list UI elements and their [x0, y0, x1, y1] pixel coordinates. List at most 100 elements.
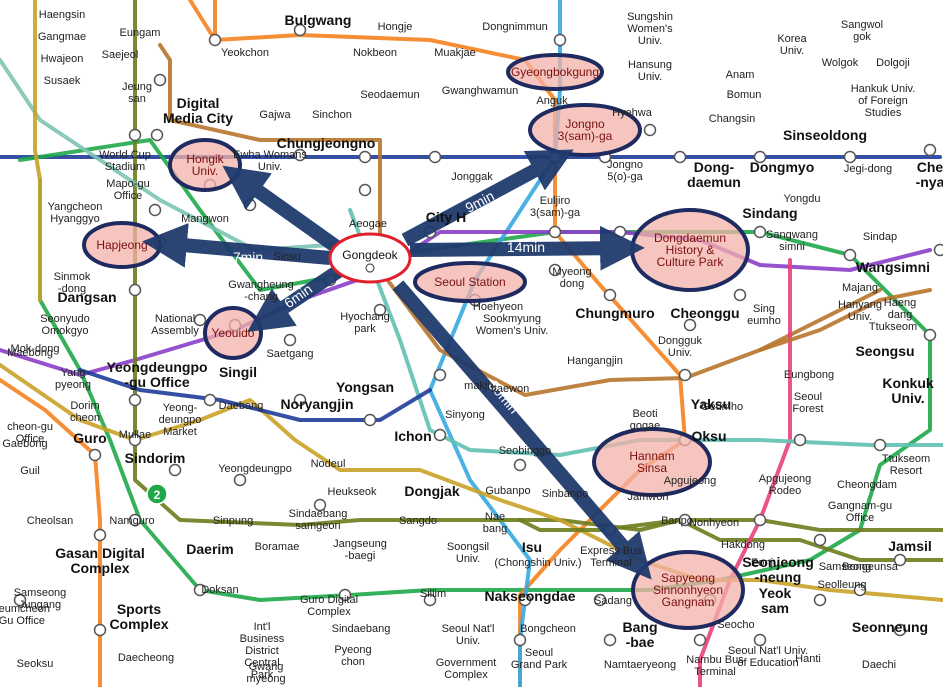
station-label-daechi[interactable]: Daechi — [862, 659, 896, 671]
station-label-heukseok[interactable]: Heukseok — [328, 486, 377, 498]
station-label-city-hall[interactable]: City H — [426, 209, 466, 225]
station-label-mok-dong[interactable]: Mok-dong — [11, 343, 60, 355]
station-label-sinyongsan[interactable]: Sinyong — [445, 409, 485, 421]
station-label-bongeunsa[interactable]: Bongeunsa — [842, 561, 899, 573]
station-label-sillim[interactable]: Sillim — [420, 588, 446, 600]
station-label-dongnimmun[interactable]: Dongnimmun — [482, 21, 547, 33]
station-label-wangsimni[interactable]: Wangsimni — [856, 259, 930, 275]
station-label-samgakji[interactable]: makji — [464, 380, 490, 392]
station-label-sinseoldong[interactable]: Sinseoldong — [783, 127, 867, 143]
station-label-yeokchon[interactable]: Yeokchon — [221, 47, 269, 59]
station-label-sadang[interactable]: Sadang — [594, 595, 632, 607]
station-label-yaksu[interactable]: Yaksu — [691, 396, 731, 412]
station-label-jegi-dong[interactable]: Jegi-dong — [844, 163, 892, 175]
highlight-hapjeong[interactable]: Hapjeong — [82, 221, 162, 269]
station-label-yongsan[interactable]: Yongsan — [336, 379, 394, 395]
station-label-gwangheungchang[interactable]: Gwangheung-chang — [228, 279, 293, 303]
station-label-chungmuro[interactable]: Chungmuro — [575, 305, 654, 321]
station-label-geumcheon-gu-office[interactable]: Geumcheon-Gu Office — [0, 603, 50, 627]
station-label-jamsil[interactable]: Jamsil — [888, 538, 932, 554]
station-label-daebang[interactable]: Daebang — [219, 400, 264, 412]
station-label-dongdaemun[interactable]: Dong-daemun — [687, 159, 741, 190]
station-label-mullae[interactable]: Mullae — [119, 429, 151, 441]
station-label-namguro[interactable]: Namguro — [109, 515, 154, 527]
station-label-gangmae[interactable]: Gangmae — [38, 31, 86, 43]
station-label-sindaebang[interactable]: Sindaebang — [332, 623, 391, 635]
station-label-hangangjin[interactable]: Hangangjin — [567, 355, 623, 367]
station-label-dongjak[interactable]: Dongjak — [404, 483, 459, 499]
station-label-guil[interactable]: Guil — [20, 465, 40, 477]
station-label-seolleung[interactable]: Seolleung — [818, 579, 867, 591]
station-label-saejeol[interactable]: Saejeol — [102, 49, 139, 61]
station-label-samseong[interactable]: Samseong — [819, 561, 872, 573]
station-label-majang[interactable]: Majang — [842, 282, 878, 294]
station-label-noryangjin[interactable]: Noryangjin — [280, 396, 353, 412]
station-label-gajwa[interactable]: Gajwa — [259, 109, 291, 121]
station-label-guro[interactable]: Guro — [73, 430, 106, 446]
station-label-sinsu[interactable]: Sinsu — [273, 251, 301, 263]
station-label-hanti[interactable]: Hanti — [795, 653, 821, 665]
station-label-seoksu[interactable]: Seoksu — [17, 658, 54, 670]
station-label-gwanghwamun[interactable]: Gwanghwamun — [442, 85, 518, 97]
station-label-seonyudo[interactable]: Seonyudo — [40, 313, 90, 325]
station-label-daerim[interactable]: Daerim — [186, 541, 233, 557]
station-label-geumho[interactable]: Geumho — [701, 401, 743, 413]
station-label-cheonggu[interactable]: Cheonggu — [670, 305, 739, 321]
station-label-muakjae[interactable]: Muakjae — [434, 47, 476, 59]
station-label-cheongdam[interactable]: Cheongdam — [837, 479, 897, 491]
station-label-ichon[interactable]: Ichon — [394, 428, 431, 444]
station-label-gaebong[interactable]: Gaebong — [2, 438, 47, 450]
station-label-hwajeon[interactable]: Hwajeon — [41, 53, 84, 65]
station-label-chongshin-univ[interactable]: (Chongshin Univ.) — [494, 557, 581, 569]
station-label-hoehyeon[interactable]: Hoehyeon — [473, 301, 523, 313]
station-label-nonhyeon[interactable]: Nonhyeon — [689, 517, 739, 529]
station-label-apgujeong[interactable]: Apgujeong — [664, 475, 717, 487]
station-label-aeogae[interactable]: Aeogae — [349, 218, 387, 230]
station-label-boramae[interactable]: Boramae — [255, 541, 300, 553]
station-label-sinchon[interactable]: Sinchon — [312, 109, 352, 121]
station-label-cheolsan[interactable]: Cheolsan — [27, 515, 73, 527]
station-label-yongdu[interactable]: Yongdu — [784, 193, 821, 205]
station-label-anam[interactable]: Anam — [726, 69, 755, 81]
station-label-banpo[interactable]: Banpo — [661, 515, 693, 527]
station-label-jonggak[interactable]: Jonggak — [451, 171, 493, 183]
highlight-seoul-station[interactable]: Seoul Station — [413, 261, 527, 303]
station-label-singil[interactable]: Singil — [219, 364, 257, 380]
station-label-mangwon[interactable]: Mangwon — [181, 213, 229, 225]
station-label-seocho[interactable]: Seocho — [717, 619, 754, 631]
station-label-anguk[interactable]: Anguk — [536, 95, 568, 107]
